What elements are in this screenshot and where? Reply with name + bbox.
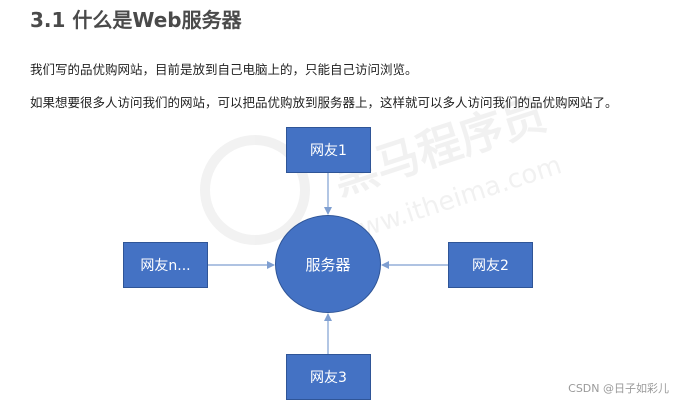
paragraph-2: 如果想要很多人访问我们的网站，可以把品优购放到服务器上，这样就可以多人访问我们的… — [30, 95, 618, 110]
client-node-n: 网友n... — [123, 242, 208, 288]
section-heading: 3.1 什么是Web服务器 — [30, 8, 242, 32]
csdn-credit: CSDN @日子如彩儿 — [568, 382, 669, 395]
client-node-3: 网友3 — [286, 354, 371, 400]
paragraph-1: 我们写的品优购网站，目前是放到自己电脑上的，只能自己访问浏览。 — [30, 62, 418, 77]
client-node-2: 网友2 — [448, 242, 533, 288]
server-node: 服务器 — [275, 215, 381, 313]
client-node-1: 网友1 — [286, 127, 371, 173]
